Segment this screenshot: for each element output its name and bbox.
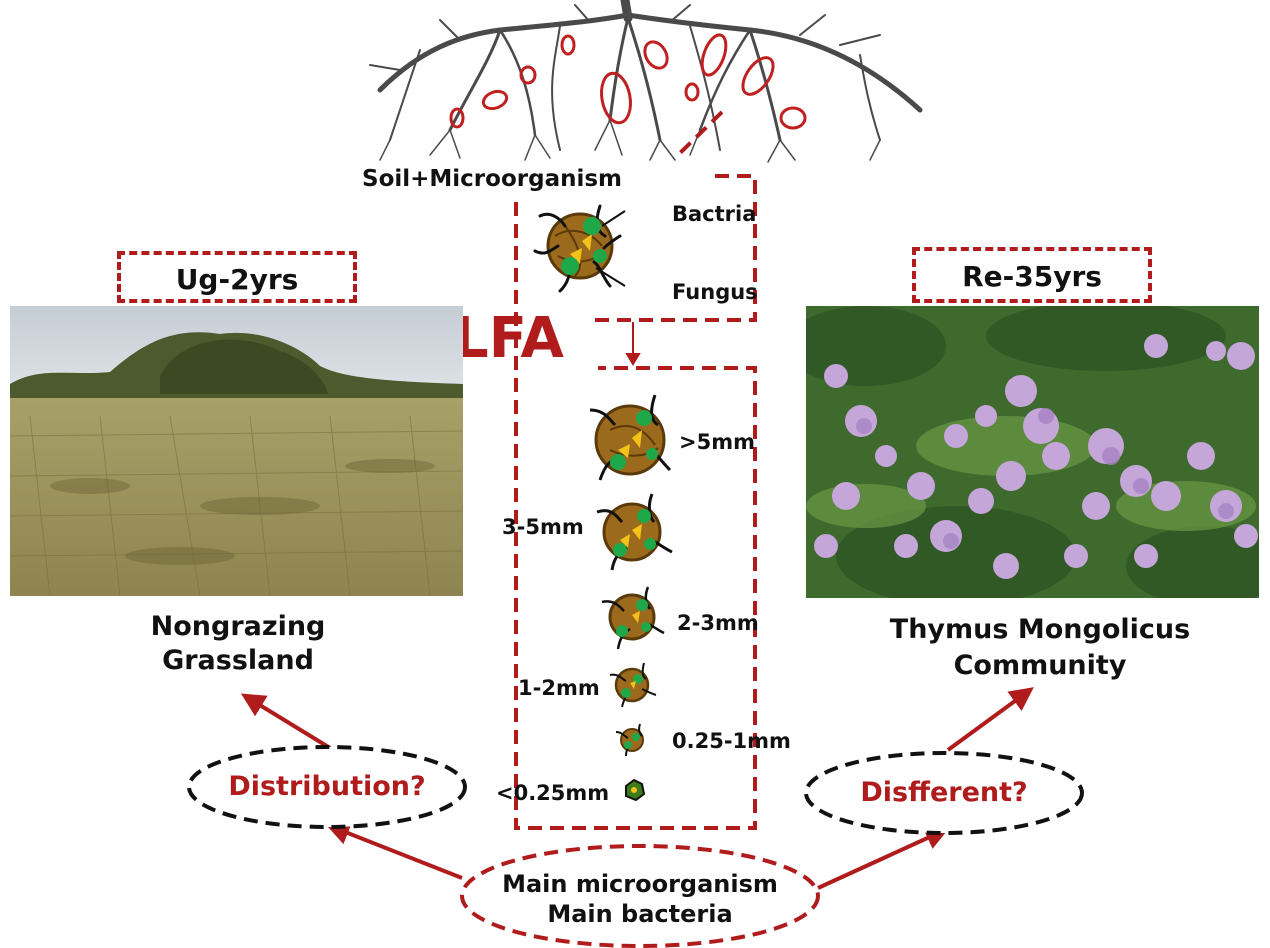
right-site-tag: Re-35yrs	[962, 260, 1102, 293]
fungus-label: Fungus	[672, 280, 758, 304]
dashed-connector-roots	[514, 110, 757, 830]
bottom-line2: Main bacteria	[547, 900, 733, 928]
aggregate-size-series	[589, 394, 673, 802]
left-site-name-line1: Nongrazing	[150, 611, 326, 642]
bacteria-label: Bactria	[672, 202, 757, 226]
size-label-3-5mm: 3-5mm	[502, 515, 584, 539]
size-label-gt5mm: >5mm	[679, 430, 755, 454]
bottom-line1: Main microorganism	[502, 870, 778, 898]
root-system-illustration	[369, 0, 923, 163]
right-site-name-line2: Community	[953, 650, 1127, 681]
aggregate-2-3mm	[601, 586, 665, 650]
soil-aggregate-large	[533, 204, 626, 293]
left-site-name: Nongrazing Grassland	[80, 610, 396, 678]
right-site-name: Thymus Mongolicus Community	[850, 612, 1230, 684]
aggregate-1-2mm	[609, 662, 657, 708]
left-site-tag: Ug-2yrs	[175, 263, 299, 296]
thymus-photo	[806, 306, 1259, 598]
soil-microorganism-label: Soil+Microorganism	[362, 166, 622, 192]
grassland-photo	[10, 306, 463, 596]
right-site-tag-box: Re-35yrs	[912, 247, 1152, 303]
bottom-summary: Main microorganism Main bacteria	[462, 869, 818, 929]
aggregate-gt5mm	[589, 394, 672, 481]
aggregate-3-5mm	[596, 493, 673, 571]
left-site-name-line2: Grassland	[162, 645, 314, 676]
left-site-tag-box: Ug-2yrs	[117, 251, 357, 303]
left-question: Distribution?	[228, 771, 426, 802]
aggregate-0.25-1mm	[615, 723, 644, 757]
aggregate-lt0.25mm	[625, 778, 646, 802]
right-site-name-line1: Thymus Mongolicus	[889, 614, 1191, 645]
size-label-1-2mm: 1-2mm	[518, 676, 600, 700]
size-label-2-3mm: 2-3mm	[677, 611, 759, 635]
size-label-0.25-1mm: 0.25-1mm	[672, 729, 791, 753]
right-question: Disfferent?	[860, 777, 1028, 808]
size-label-lt0.25mm: <0.25mm	[496, 781, 610, 805]
